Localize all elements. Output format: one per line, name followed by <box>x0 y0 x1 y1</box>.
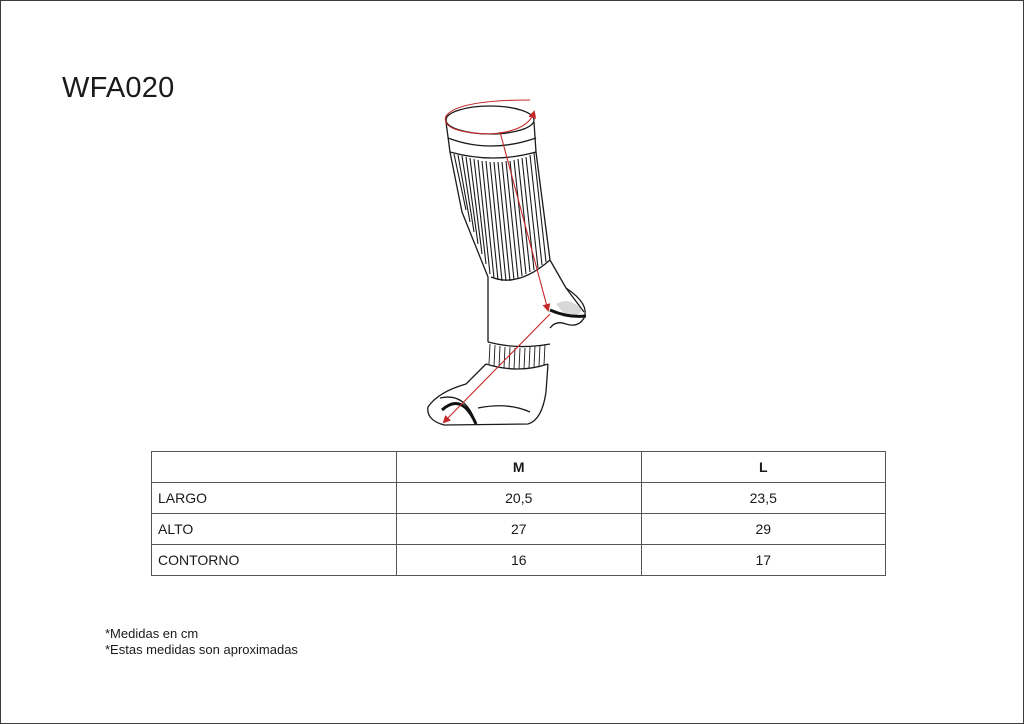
table-row: CONTORNO 16 17 <box>151 544 886 576</box>
cell-largo-m: 20,5 <box>396 482 642 514</box>
table-header-row: M L <box>151 451 886 483</box>
header-size-l: L <box>640 451 886 483</box>
cell-contorno-l: 17 <box>640 544 886 576</box>
table-row: LARGO 20,5 23,5 <box>151 482 886 514</box>
footnotes: *Medidas en cm *Estas medidas son aproxi… <box>105 626 298 658</box>
header-empty-cell <box>151 451 397 483</box>
table-row: ALTO 27 29 <box>151 513 886 545</box>
footnote-approximate: *Estas medidas son aproximadas <box>105 642 298 657</box>
cell-alto-l: 29 <box>640 513 886 545</box>
product-code: WFA020 <box>62 72 175 104</box>
cell-largo-l: 23,5 <box>640 482 886 514</box>
footnote-units: *Medidas en cm <box>105 626 199 641</box>
cell-alto-m: 27 <box>396 513 642 545</box>
row-label-alto: ALTO <box>151 513 397 545</box>
size-table: M L LARGO 20,5 23,5 ALTO 27 29 CONTORNO … <box>151 451 886 576</box>
row-label-largo: LARGO <box>151 482 397 514</box>
row-label-contorno: CONTORNO <box>151 544 397 576</box>
sock-measurement-diagram-icon <box>427 99 587 426</box>
header-size-m: M <box>396 451 642 483</box>
cell-contorno-m: 16 <box>396 544 642 576</box>
